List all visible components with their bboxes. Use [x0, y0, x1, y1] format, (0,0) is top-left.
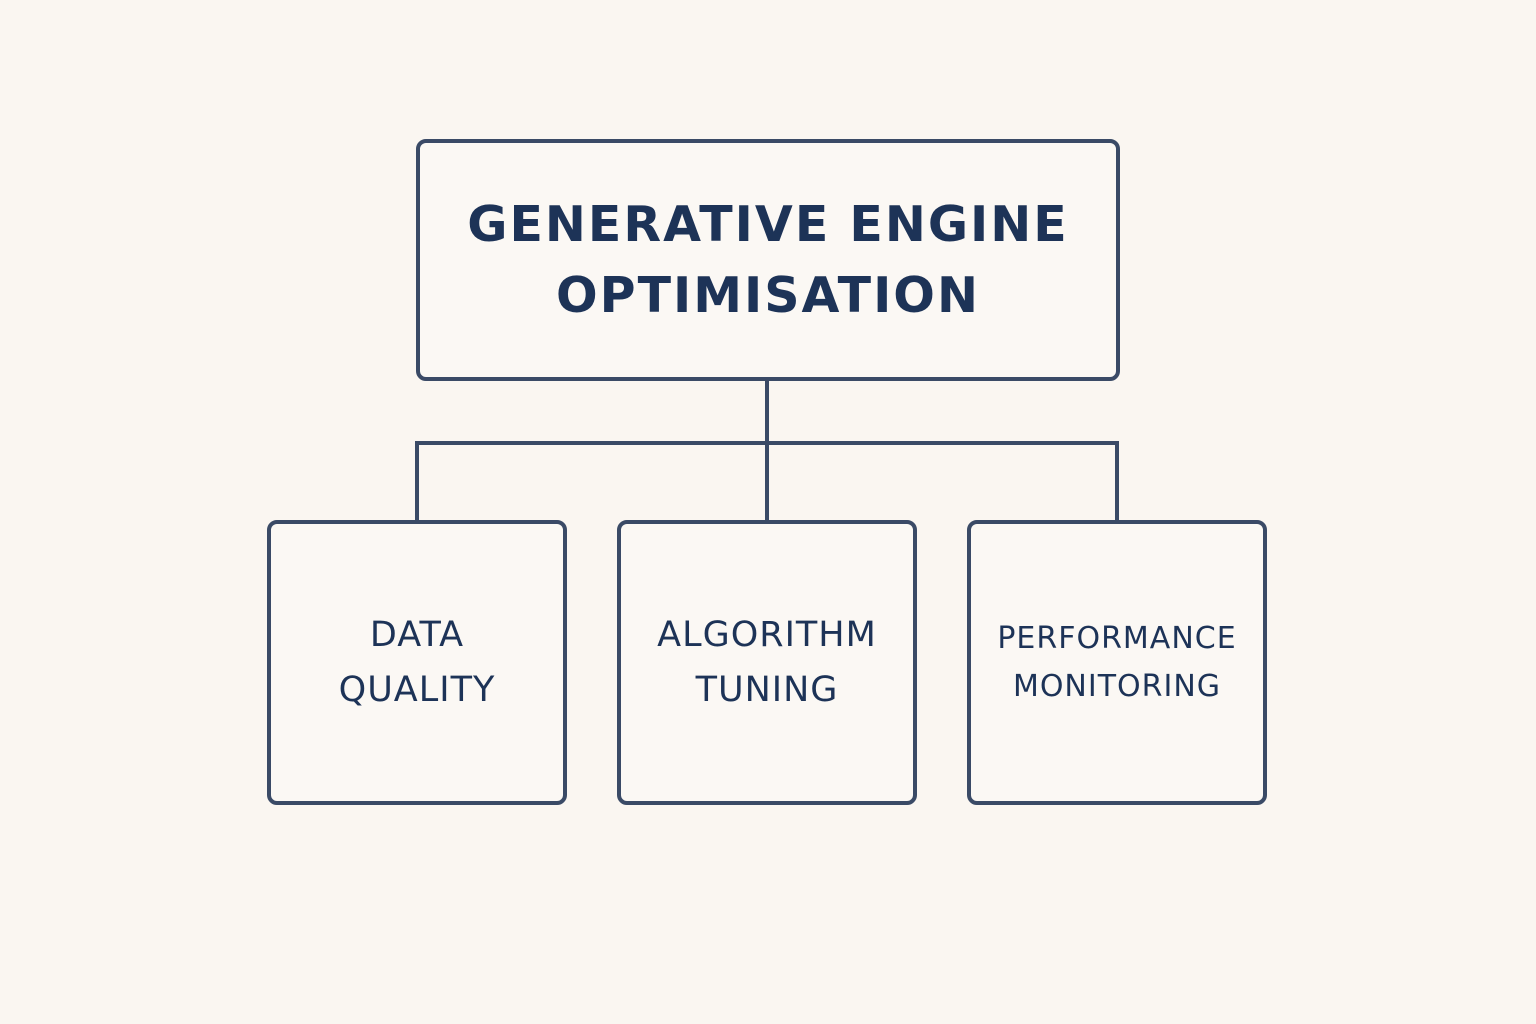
- root-node-label-line-2: OPTIMISATION: [556, 267, 980, 324]
- child-node-label-line-1: DATA: [369, 615, 465, 656]
- root-node-generative-engine-optimisation: GENERATIVE ENGINE OPTIMISATION: [416, 139, 1120, 381]
- child-node-data-quality: DATA QUALITY: [267, 520, 567, 805]
- child-node-performance-monitoring: PERFORMANCE MONITORING: [967, 520, 1267, 805]
- child-node-label-line-1: ALGORITHM: [657, 615, 877, 656]
- child-node-label-line-2: MONITORING: [1012, 668, 1222, 704]
- child-node-label-line-2: TUNING: [695, 669, 839, 710]
- root-node-label-line-1: GENERATIVE ENGINE: [467, 195, 1069, 253]
- child-node-label-line-2: QUALITY: [338, 669, 496, 710]
- child-node-algorithm-tuning: ALGORITHM TUNING: [617, 520, 917, 805]
- child-node-label-line-1: PERFORMANCE: [997, 620, 1237, 656]
